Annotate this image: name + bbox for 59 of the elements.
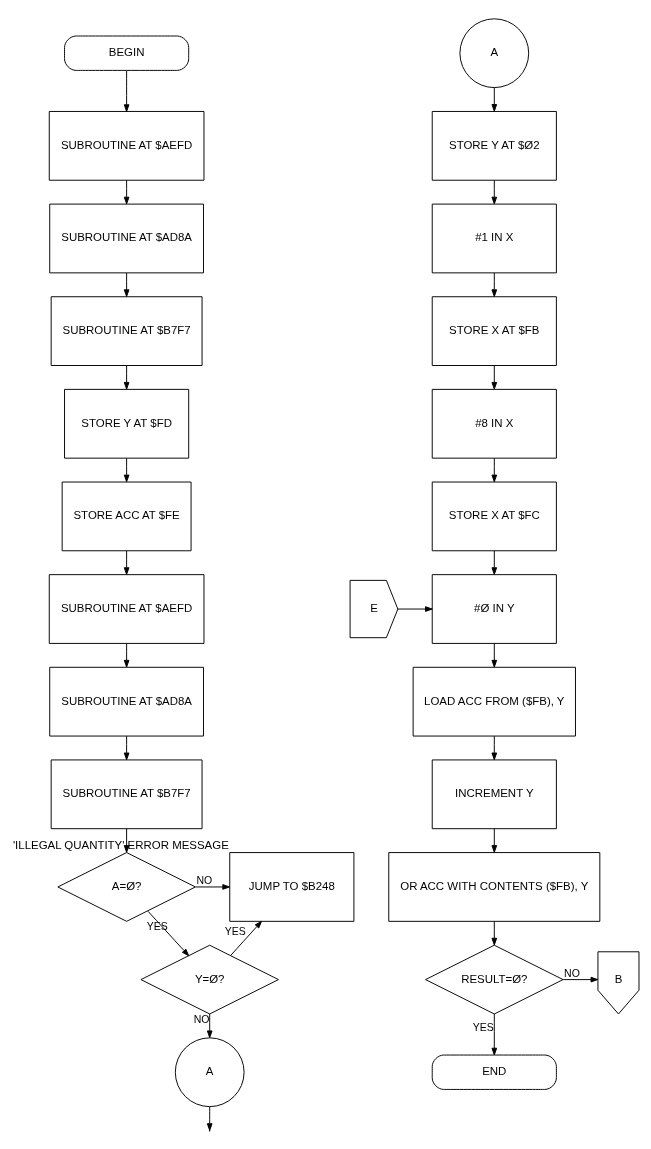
arrow xyxy=(147,910,190,956)
edge-label: YES xyxy=(146,919,168,932)
arrow xyxy=(397,605,433,612)
node-box: SUBROUTINE AT $AEFD xyxy=(48,573,205,644)
node-box: STORE X AT $FB xyxy=(431,295,557,366)
node-box: STORE X AT $FC xyxy=(431,481,557,551)
arrow xyxy=(123,827,130,853)
arrow xyxy=(123,364,130,390)
node-label: 'ILLEGAL QUANTITY' ERROR MESSAGE xyxy=(12,838,229,851)
edge-label: NO xyxy=(196,873,213,886)
node-box: #8 IN X xyxy=(431,388,557,459)
node-box: STORE ACC AT $FE xyxy=(61,481,192,551)
node-circle: A xyxy=(459,17,530,88)
arrow xyxy=(491,735,498,760)
edge-label: YES xyxy=(224,924,246,937)
arrow xyxy=(206,1013,213,1038)
arrow xyxy=(562,976,599,982)
node-box: LOAD ACC FROM ($FB), Y xyxy=(412,666,576,737)
arrow xyxy=(491,271,498,297)
arrow xyxy=(123,642,130,667)
arrow xyxy=(491,86,498,112)
arrow xyxy=(491,920,498,945)
edge-label: NO xyxy=(193,1012,210,1025)
node-diamond: A=Ø? xyxy=(57,851,196,922)
node-diamond: RESULT=Ø? xyxy=(425,944,564,1014)
node-box: SUBROUTINE AT $AD8A xyxy=(49,666,204,737)
arrow xyxy=(206,1105,213,1131)
edge-label: YES xyxy=(472,1020,494,1033)
arrow xyxy=(123,549,130,575)
arrow xyxy=(491,179,498,204)
arrow xyxy=(491,1013,498,1055)
node-diamond: Y=Ø? xyxy=(140,944,279,1014)
node-box: INCREMENT Y xyxy=(431,758,557,829)
arrow xyxy=(491,827,498,853)
arrow xyxy=(123,457,130,482)
node-box: JUMP TO $B248 xyxy=(229,851,355,922)
arrow xyxy=(123,179,130,204)
edge-label: NO xyxy=(564,966,580,979)
arrow xyxy=(491,642,498,667)
node-box: #1 IN X xyxy=(431,203,557,273)
arrow xyxy=(195,883,230,890)
node-box: #Ø IN Y xyxy=(431,573,557,644)
node-box: END xyxy=(431,1054,557,1090)
node-box: BEGIN xyxy=(64,35,190,71)
node-box: SUBROUTINE AT $AD8A xyxy=(49,203,204,273)
node-box: SUBROUTINE AT $B7F7 xyxy=(50,295,203,366)
node-box: STORE Y AT $FD xyxy=(64,388,190,459)
arrow xyxy=(491,364,498,390)
node-box: STORE Y AT $Ø2 xyxy=(431,110,557,181)
node-circle: A xyxy=(174,1036,245,1107)
arrow xyxy=(491,549,498,575)
node-box: OR ACC WITH CONTENTS ($FB), Y xyxy=(388,851,601,922)
node-box: SUBROUTINE AT $B7F7 xyxy=(50,758,203,829)
node-box: SUBROUTINE AT $AEFD xyxy=(48,110,205,181)
arrow xyxy=(123,271,130,297)
arrow xyxy=(123,735,130,760)
arrow xyxy=(230,920,262,956)
arrow xyxy=(491,457,498,482)
arrow xyxy=(123,69,130,112)
